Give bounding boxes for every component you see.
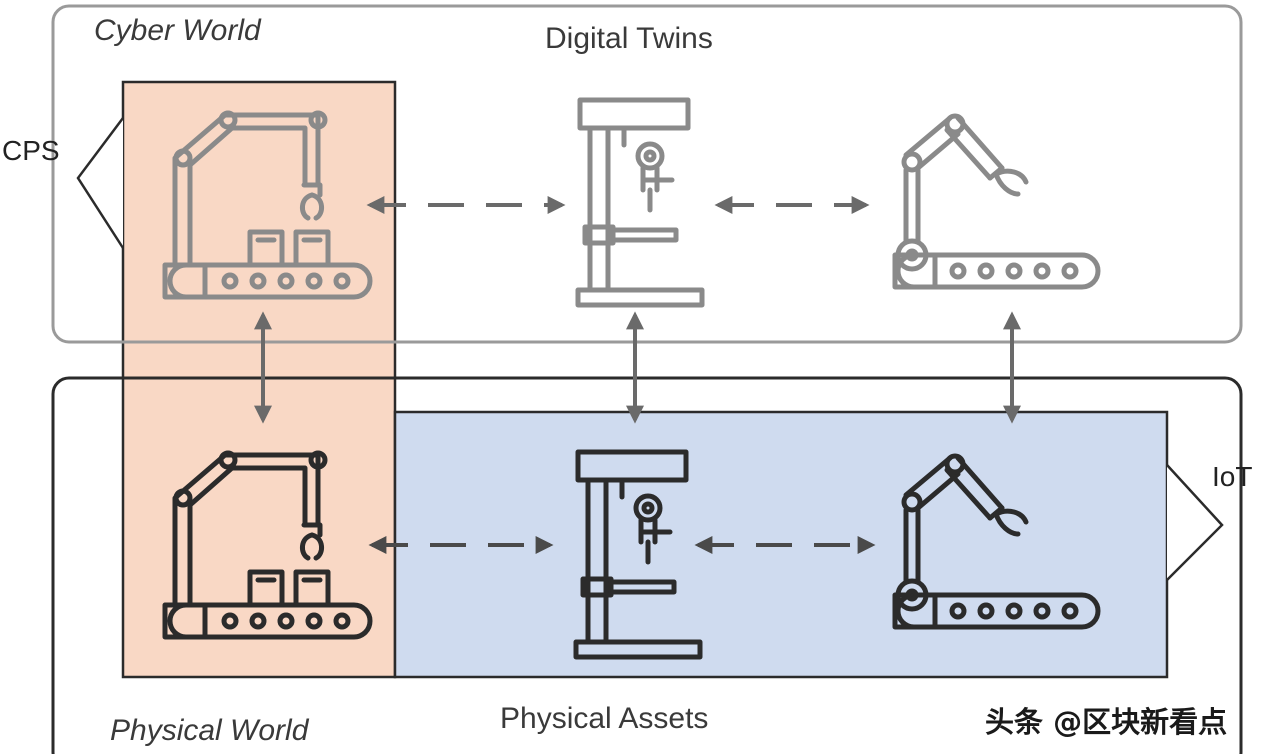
iot-callout <box>1166 464 1224 581</box>
physical-world-frame <box>51 376 1243 754</box>
cyber-world-label: Cyber World <box>94 14 261 47</box>
iot-label: IoT <box>1212 461 1253 492</box>
cps-callout <box>76 117 125 249</box>
cps-label: CPS <box>2 135 60 166</box>
robot-arm-conveyor-icon <box>895 116 1098 287</box>
physical-world-label: Physical World <box>110 714 309 747</box>
cyber-world-frame <box>51 4 1243 344</box>
watermark-text: 头条 @区块新看点 <box>985 705 1228 739</box>
digital-twins-label: Digital Twins <box>545 22 713 55</box>
physical-assets-label: Physical Assets <box>500 702 709 735</box>
drill-press-icon <box>578 100 702 305</box>
